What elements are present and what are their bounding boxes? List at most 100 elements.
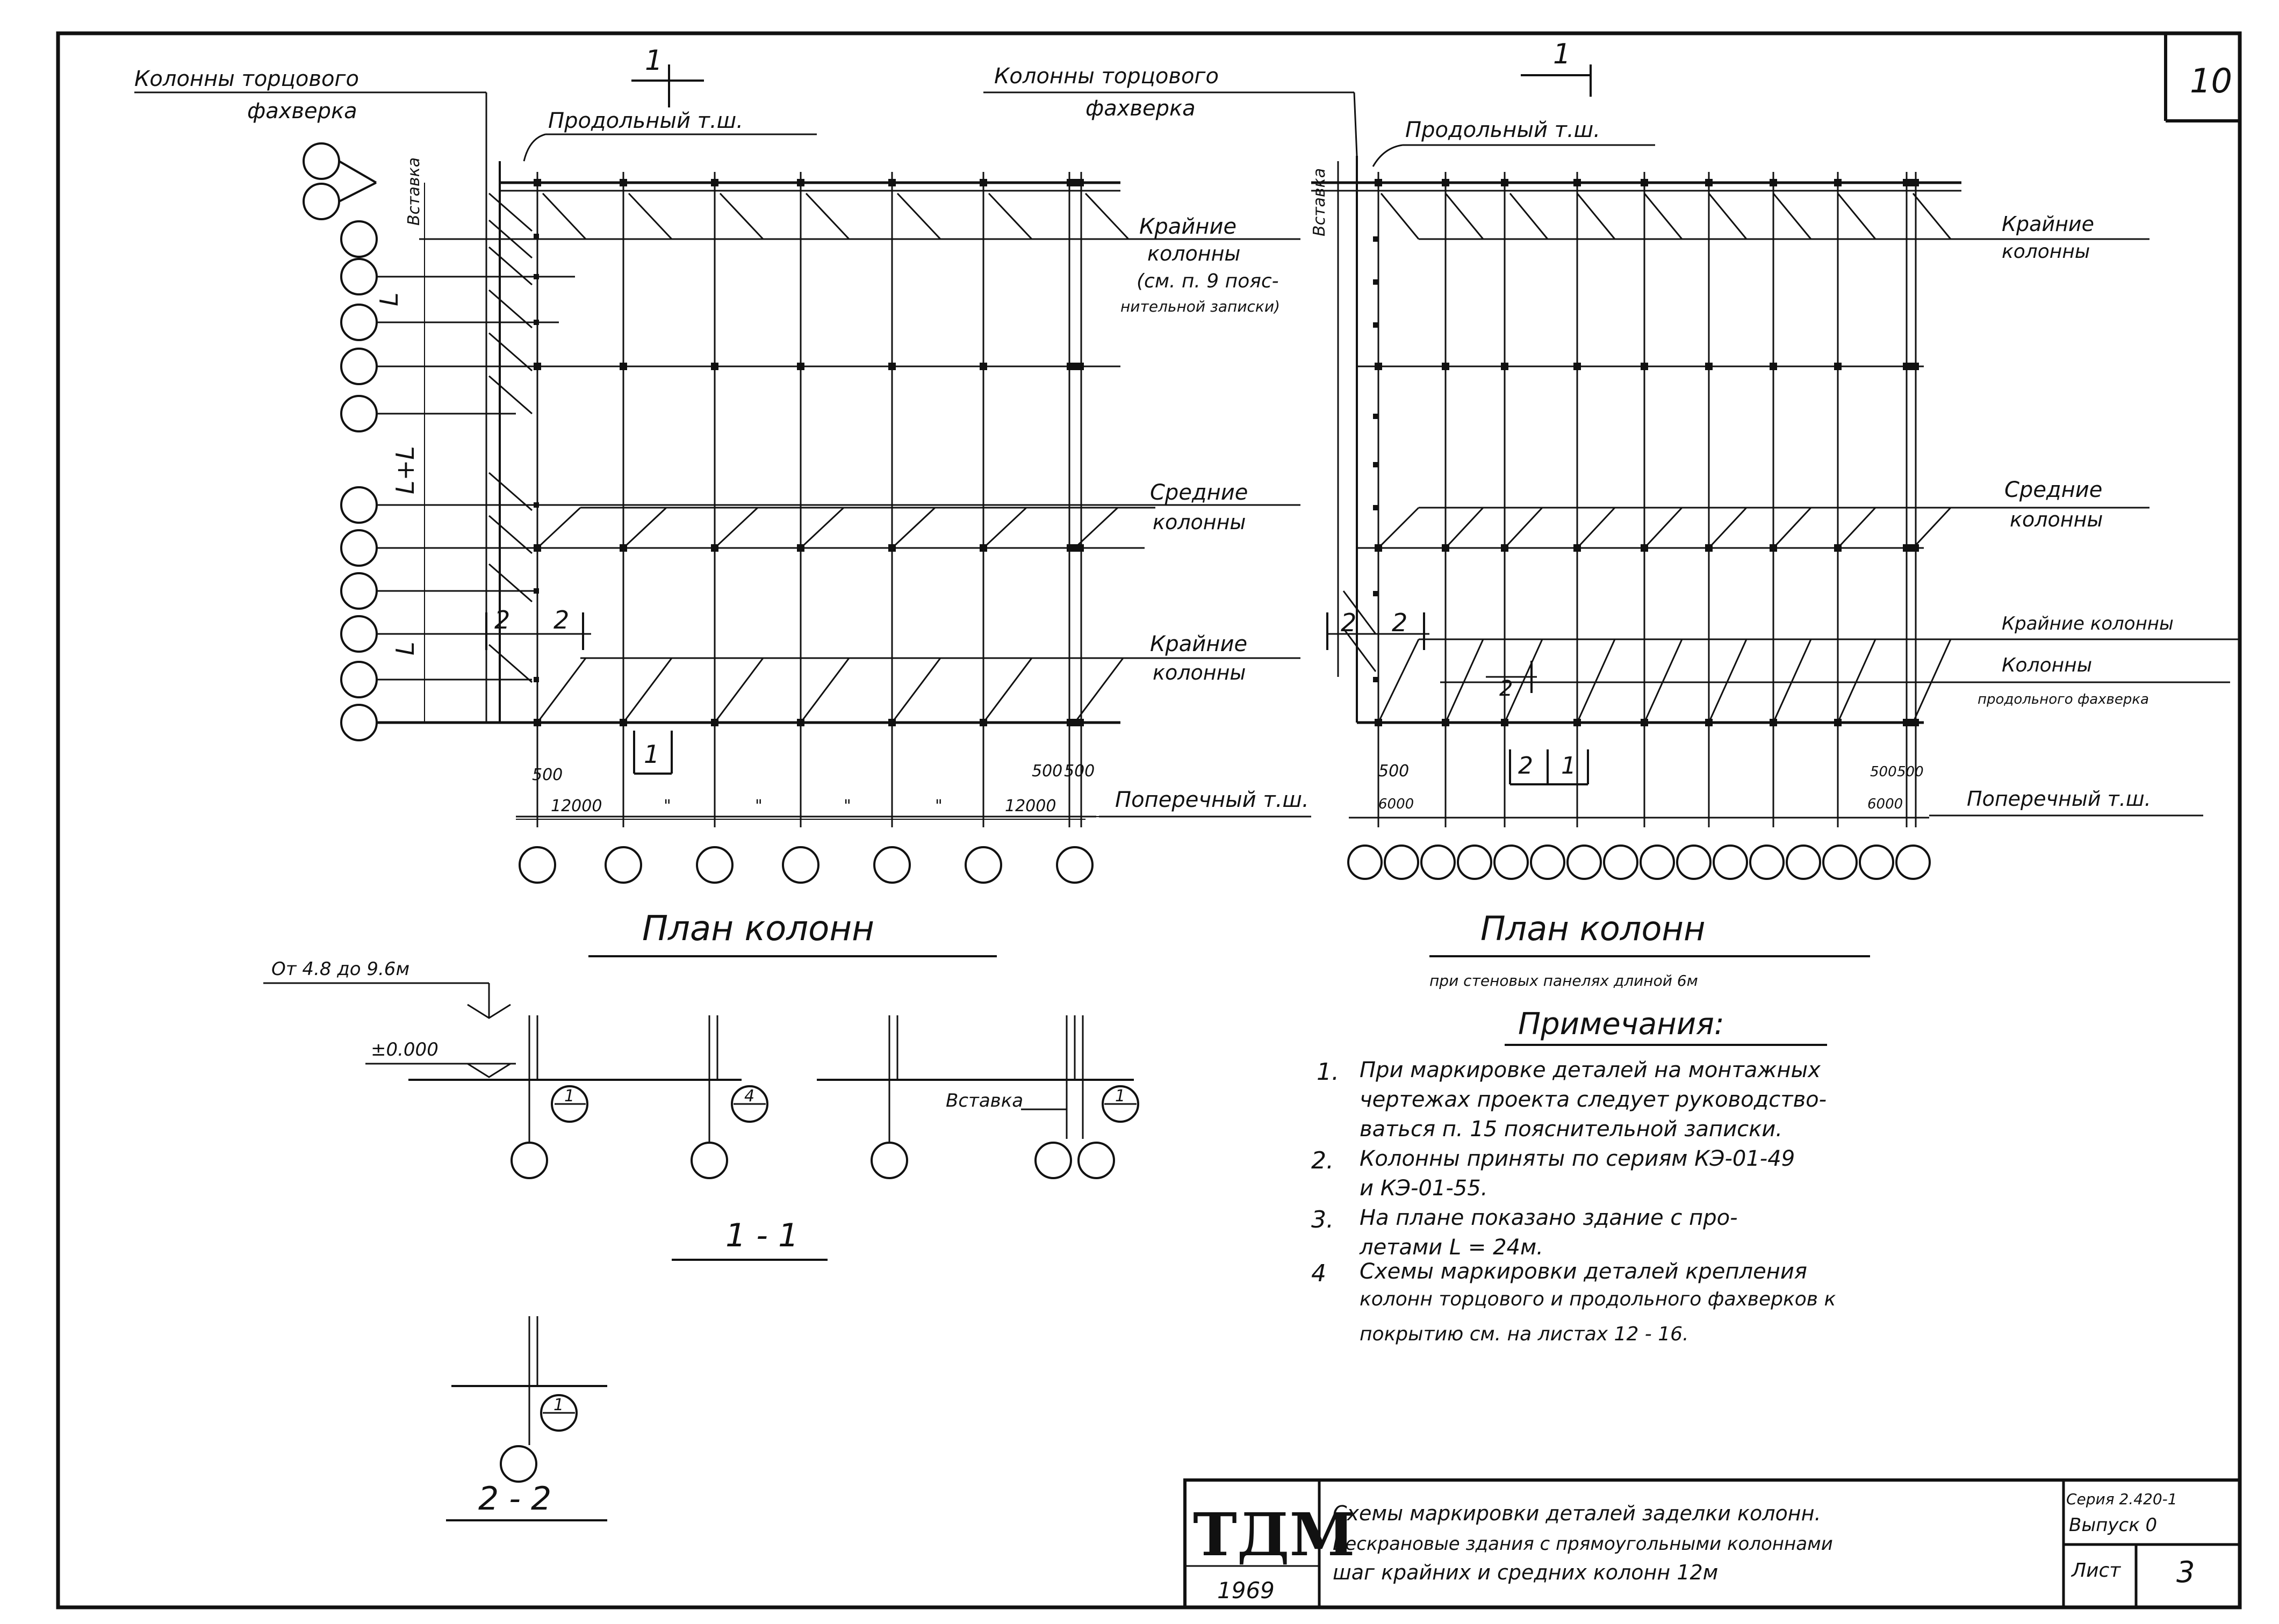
left-label-edge-bottom-2: колонны [1153,661,1246,684]
svg-text:2: 2 [1518,752,1533,779]
note-4-line-1: Схемы маркировки деталей крепления [1360,1259,1807,1284]
section-mark-3: 1 [1115,1087,1125,1106]
title-block-issue: Выпуск 0 [2069,1514,2157,1536]
note-3-line-1: На плане показано здание с про- [1360,1206,1738,1230]
right-label-long-columns-2: продольного фахверка [1978,691,2149,708]
right-label-edge-top-1: Крайние [2002,212,2094,236]
note-2-line-1: Колонны приняты по сериям КЭ-01-49 [1360,1146,1795,1171]
left-column-plan: L L+L L Колонны торцового фахверка Встав… [134,45,1311,957]
left-label-edge-top-2: колонны [1147,242,1240,265]
right-label-end-columns-1: Колонны торцового [994,64,1219,89]
title-block-logo: ТДМ [1193,1500,1355,1569]
svg-text:1: 1 [644,740,659,769]
left-label-edge-bottom-1: Крайние [1150,632,1247,656]
left-label-middle-1: Средние [1150,480,1248,505]
right-label-middle-1: Средние [2004,478,2102,502]
section-1-1-title: 1 - 1 [725,1217,799,1254]
column-axis-bubbles [516,815,1112,884]
left-span-2: " [664,797,671,815]
row-axis-bubbles [303,142,378,741]
note-1-line-2: чертежах проекта следует руководство- [1360,1087,1827,1112]
right-label-end-columns-2: фахверка [1085,96,1196,121]
left-span-5: " [935,797,943,815]
left-label-edge-top-1: Крайние [1139,214,1236,239]
title-block-line-3: шаг крайних и средних колонн 12м [1333,1561,1718,1584]
title-block-year: 1969 [1217,1577,1275,1604]
note-4-line-2: колонн торцового и продольного фахверков… [1360,1288,1836,1310]
column-markers [534,179,1084,726]
sheet-number: 10 [2190,61,2232,100]
right-section-1-top: 1 [1521,38,1592,97]
notes: Примечания: 1. При маркировке деталей на… [1311,1007,1836,1345]
left-label-insert: Вставка [405,157,423,226]
note-1-num: 1. [1317,1058,1339,1086]
left-section-2: 2 2 [485,605,591,650]
left-dim-500-r2: 500 [1064,762,1095,781]
title-block-line-2: Бескрановые здания с прямоугольными коло… [1333,1533,1833,1555]
right-label-middle-2: колонны [2010,508,2103,531]
title-block-line-1: Схемы маркировки деталей заделки колонн. [1333,1502,1821,1525]
svg-text:2: 2 [1341,608,1356,637]
left-span-L-mid: L+L [391,446,420,494]
sheet-frame [56,31,2242,1609]
right-label-edge-top-2: колонны [2002,241,2090,263]
right-section-bottom: 2 1 [1509,749,1589,785]
note-4-line-3: покрытию см. на листах 12 - 16. [1360,1323,1689,1345]
title-block-series: Серия 2.420-1 [2066,1490,2177,1508]
svg-text:2: 2 [1499,676,1513,701]
left-span-3: " [755,797,763,815]
note-2-num: 2. [1311,1147,1334,1174]
right-plan-title: План колонн [1480,909,1706,948]
right-label-long-columns-1: Колонны [2002,654,2092,676]
sheet-number-box: 10 [2164,33,2240,122]
right-column-plan: Колонны торцового фахверка Вставка Продо… [983,38,2238,990]
svg-text:1: 1 [1553,38,1571,70]
left-label-end-columns-1: Колонны торцового [134,67,359,91]
left-dim-500: 500 [532,766,563,784]
left-label-long-joint: Продольный т.ш. [548,109,743,133]
right-label-long-joint: Продольный т.ш. [1405,118,1600,142]
right-dim-500-r1: 500 [1870,764,1897,780]
section-insert-label: Вставка [946,1090,1023,1111]
left-section-1-top: 1 [631,45,704,107]
section-height-label: От 4.8 до 9.6м [271,958,409,980]
section-2-2: 1 2 - 2 [446,1316,607,1521]
section-1-1: От 4.8 до 9.6м ±0.000 1 4 [263,958,1139,1261]
section-mark-1: 1 [564,1087,574,1106]
right-section-2: 2 2 [1326,608,1429,650]
svg-text:1: 1 [1561,752,1576,779]
left-section-1-bottom: 1 [633,731,673,775]
right-column-markers [1373,179,1919,726]
right-plan-subtitle: при стеновых панелях длиной 6м [1429,972,1698,990]
note-1-line-1: При маркировке деталей на монтажных [1360,1058,1821,1082]
note-4-num: 4 [1311,1260,1326,1287]
left-label-middle-2: колонны [1153,510,1246,534]
right-dim-500: 500 [1378,762,1409,781]
section-2-2-title: 2 - 2 [478,1480,551,1518]
notes-title: Примечания: [1518,1007,1724,1042]
right-label-edge-bottom: Крайние колонны [2002,613,2174,634]
right-section-2-mid: 2 [1486,661,1537,701]
section-level-label: ±0.000 [371,1039,438,1060]
right-label-insert: Вставка [1310,168,1329,236]
note-1-line-3: ваться п. 15 пояснительной записки. [1360,1117,1782,1142]
left-label-edge-top-4: нительной записки) [1120,298,1280,315]
right-span-last: 6000 [1867,796,1903,812]
section-mark-2: 4 [744,1087,754,1106]
left-span-6: 12000 [1005,797,1056,815]
left-span-L-bottom: L [391,641,420,655]
left-span-1: 12000 [551,797,602,815]
section-2-2-mark: 1 [553,1396,564,1414]
left-label-cross-joint: Поперечный т.ш. [1115,788,1309,812]
title-block-sheet-label: Лист [2070,1560,2121,1582]
title-block: ТДМ 1969 Схемы маркировки деталей заделк… [1183,1478,2241,1609]
left-plan-title: План колонн [642,909,874,949]
note-3-num: 3. [1311,1206,1334,1233]
left-label-edge-top-3: (см. п. 9 пояс- [1137,270,1279,292]
svg-text:2: 2 [494,605,510,634]
svg-text:2: 2 [1392,608,1407,637]
right-column-axis-bubbles [1347,817,1931,880]
svg-text:1: 1 [645,45,663,77]
right-dim-500-r2: 500 [1897,764,1924,780]
